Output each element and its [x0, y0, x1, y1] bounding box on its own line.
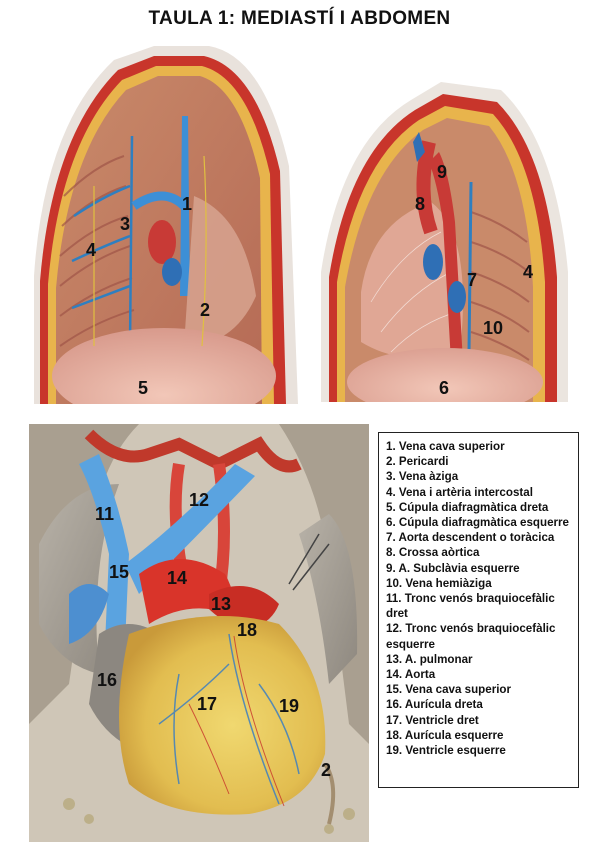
- mediastinum-left-view: 9 8 7 4 10 6: [321, 82, 568, 402]
- legend-box: 1. Vena cava superior 2. Pericardi 3. Ve…: [378, 432, 579, 788]
- left-label: 1: [182, 194, 192, 214]
- legend-item: 16. Aurícula dreta: [386, 698, 483, 712]
- page-title: TAULA 1: MEDIASTÍ I ABDOMEN: [148, 8, 451, 29]
- legend-item: 11. Tronc venós braquiocefàlic dret: [386, 592, 555, 621]
- mediastinum-right-illustration: 1 2 3 4 5: [34, 46, 298, 404]
- bottom-label: 16: [97, 670, 117, 690]
- right-label: 4: [523, 262, 533, 282]
- legend-item: 6. Cúpula diafragmàtica esquerre: [386, 516, 569, 530]
- legend-item: 7. Aorta descendent o toràcica: [386, 531, 555, 545]
- heart-anterior-view: 11 12 15 14 13 18 16 17 19 2: [29, 424, 369, 842]
- bottom-label: 14: [167, 568, 187, 588]
- bottom-label: 17: [197, 694, 217, 714]
- bottom-label: 12: [189, 490, 209, 510]
- legend-item: 5. Cúpula diafragmàtica dreta: [386, 500, 549, 514]
- legend-item: 9. A. Subclàvia esquerre: [386, 561, 520, 575]
- bottom-label: 13: [211, 594, 231, 614]
- left-label: 2: [200, 300, 210, 320]
- legend-item: 2. Pericardi: [386, 455, 449, 469]
- legend-item: 13. A. pulmonar: [386, 652, 473, 666]
- legend-item: 12. Tronc venós braquiocefàlic esquerre: [386, 622, 556, 651]
- mediastinum-left-illustration: 9 8 7 4 10 6: [321, 82, 568, 402]
- bottom-label: 18: [237, 620, 257, 640]
- right-label: 8: [415, 194, 425, 214]
- legend-item: 19. Ventricle esquerre: [386, 744, 506, 758]
- legend-item: 8. Crossa aòrtica: [386, 546, 480, 560]
- bottom-label: 19: [279, 696, 299, 716]
- legend-item: 15. Vena cava superior: [386, 683, 512, 697]
- legend-item: 14. Aorta: [386, 668, 436, 682]
- bottom-label: 2: [321, 760, 331, 780]
- bottom-label: 15: [109, 562, 129, 582]
- left-label: 4: [86, 240, 96, 260]
- legend-item: 3. Vena àziga: [386, 470, 459, 484]
- legend-item: 18. Aurícula esquerre: [386, 728, 504, 742]
- legend-item: 10. Vena hemiàziga: [386, 576, 492, 590]
- left-label: 5: [138, 378, 148, 398]
- legend-item: 4. Vena i artèria intercostal: [386, 485, 533, 499]
- right-label: 6: [439, 378, 449, 398]
- bottom-label: 11: [95, 504, 114, 524]
- heart-anterior-illustration: 11 12 15 14 13 18 16 17 19 2: [29, 424, 369, 842]
- mediastinum-right-view: 1 2 3 4 5: [34, 46, 298, 404]
- right-label: 10: [483, 318, 503, 338]
- legend-list: 1. Vena cava superior 2. Pericardi 3. Ve…: [386, 439, 574, 758]
- legend-item: 17. Ventricle dret: [386, 713, 479, 727]
- right-label: 7: [467, 270, 477, 290]
- legend-item: 1. Vena cava superior: [386, 440, 505, 453]
- right-label: 9: [437, 162, 447, 182]
- left-label: 3: [120, 214, 130, 234]
